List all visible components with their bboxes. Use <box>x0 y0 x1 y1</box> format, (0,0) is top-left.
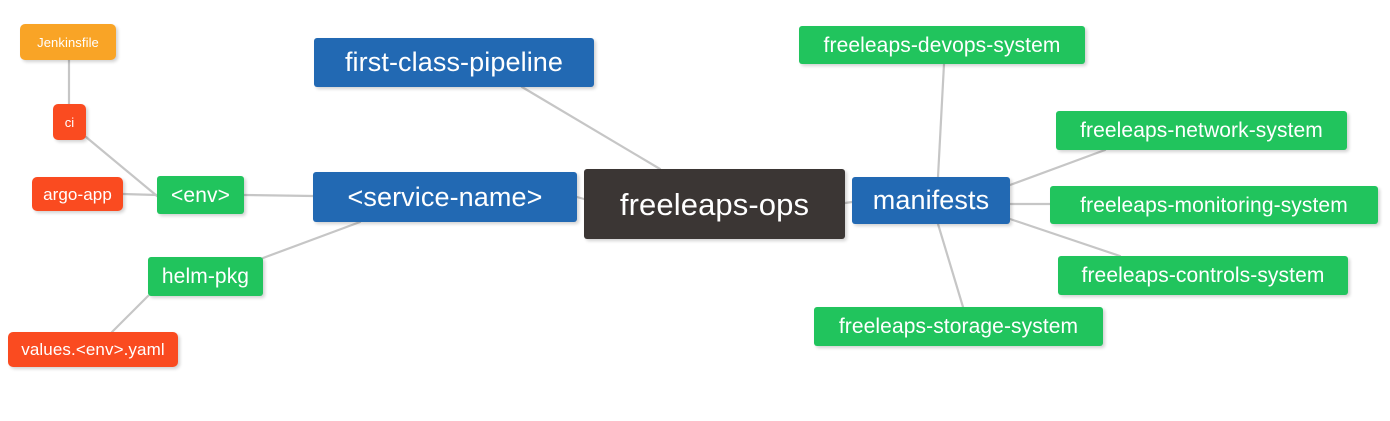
edge-service-name-to-freeleaps-ops <box>575 195 586 201</box>
node-label-storage-system: freeleaps-storage-system <box>838 315 1079 338</box>
edge-env-to-service-name <box>242 193 315 198</box>
node-first-class[interactable]: first-class-pipeline <box>314 38 594 87</box>
edge-helm-pkg-to-service-name <box>261 220 362 260</box>
node-label-monitoring-system: freeleaps-monitoring-system <box>1080 193 1348 217</box>
node-label-service-name: <service-name> <box>347 181 543 212</box>
node-argo-app[interactable]: argo-app <box>32 177 123 211</box>
node-env[interactable]: <env> <box>157 176 244 214</box>
node-label-env: <env> <box>171 183 230 207</box>
edge-manifests-to-devops-system <box>936 62 946 179</box>
node-values-yaml[interactable]: values.<env>.yaml <box>8 332 178 367</box>
node-service-name[interactable]: <service-name> <box>313 172 577 222</box>
node-label-ci: ci <box>64 114 75 130</box>
node-label-manifests: manifests <box>872 185 990 215</box>
node-freeleaps-ops[interactable]: freeleaps-ops <box>584 169 845 239</box>
node-label-controls-system: freeleaps-controls-system <box>1081 264 1325 287</box>
node-manifests[interactable]: manifests <box>852 177 1010 224</box>
node-helm-pkg[interactable]: helm-pkg <box>148 257 263 296</box>
node-label-values-yaml: values.<env>.yaml <box>21 340 165 359</box>
node-label-jenkinsfile: Jenkinsfile <box>37 34 99 50</box>
edge-first-class-to-freeleaps-ops <box>520 85 662 171</box>
edge-freeleaps-ops-to-manifests <box>843 200 854 205</box>
edge-values-yaml-to-helm-pkg <box>110 294 150 334</box>
node-storage-system[interactable]: freeleaps-storage-system <box>814 307 1103 346</box>
node-devops-system[interactable]: freeleaps-devops-system <box>799 26 1085 64</box>
node-ci[interactable]: ci <box>53 104 86 140</box>
node-label-devops-system: freeleaps-devops-system <box>823 33 1061 57</box>
edge-manifests-to-storage-system <box>936 222 965 309</box>
node-label-argo-app: argo-app <box>43 184 112 204</box>
node-jenkinsfile[interactable]: Jenkinsfile <box>20 24 116 60</box>
node-label-helm-pkg: helm-pkg <box>161 265 250 288</box>
node-monitoring-system[interactable]: freeleaps-monitoring-system <box>1050 186 1378 224</box>
node-label-freeleaps-ops: freeleaps-ops <box>619 186 810 222</box>
node-label-first-class: first-class-pipeline <box>344 47 564 77</box>
edge-manifests-to-network-system <box>1008 148 1107 187</box>
edge-manifests-to-controls-system <box>1008 217 1122 258</box>
node-controls-system[interactable]: freeleaps-controls-system <box>1058 256 1348 295</box>
node-label-network-system: freeleaps-network-system <box>1080 119 1323 142</box>
node-network-system[interactable]: freeleaps-network-system <box>1056 111 1347 150</box>
edge-argo-app-to-env <box>121 192 159 197</box>
